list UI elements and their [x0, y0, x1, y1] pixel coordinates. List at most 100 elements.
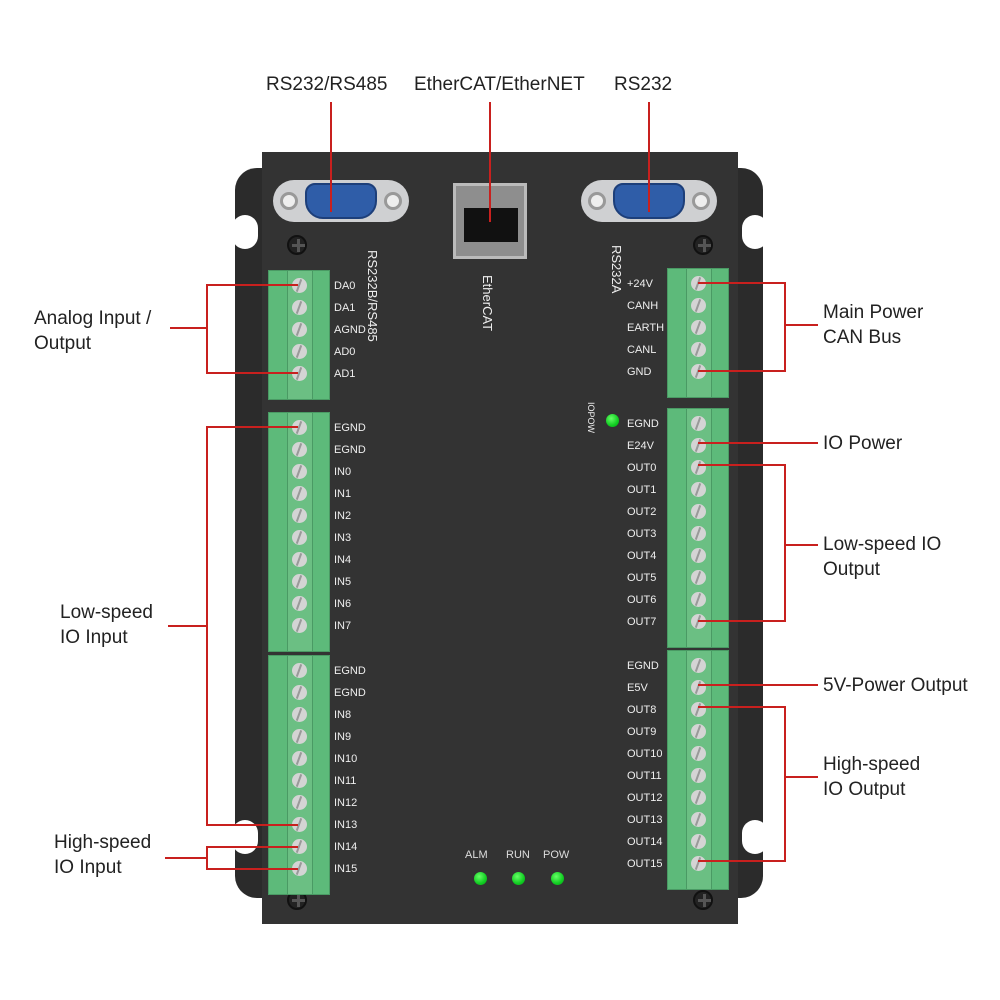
label-rs232-rs485: RS232/RS485 — [266, 74, 388, 95]
pin-label: E24V — [627, 440, 654, 452]
terminal-screw-icon[interactable] — [691, 768, 706, 783]
pin-label: IN11 — [334, 775, 357, 787]
terminal-screw-icon[interactable] — [691, 320, 706, 335]
terminal-screw-icon[interactable] — [691, 658, 706, 673]
terminal-screw-icon[interactable] — [292, 795, 307, 810]
screw-icon — [287, 235, 307, 255]
terminal-screw-icon[interactable] — [691, 834, 706, 849]
terminal-screw-icon[interactable] — [292, 508, 307, 523]
terminal-screw-icon[interactable] — [292, 530, 307, 545]
port-label-left: RS232B/RS485 — [365, 250, 380, 342]
terminal-screw-icon[interactable] — [691, 460, 706, 475]
terminal-screw-icon[interactable] — [292, 300, 307, 315]
pin-label: IN13 — [334, 819, 358, 831]
pin-label: AD0 — [334, 346, 356, 358]
terminal-screw-icon[interactable] — [292, 663, 307, 678]
pin-label: EGND — [334, 444, 366, 456]
pin-label: OUT5 — [627, 572, 657, 584]
pin-label: GND — [627, 366, 652, 378]
pin-label: OUT4 — [627, 550, 657, 562]
terminal-screw-icon[interactable] — [691, 570, 706, 585]
terminal-screw-icon[interactable] — [292, 839, 307, 854]
pin-label: OUT8 — [627, 704, 657, 716]
pow-led — [551, 872, 564, 885]
pin-label: OUT11 — [627, 770, 662, 782]
label-rs232: RS232 — [614, 74, 673, 95]
pin-label: OUT13 — [627, 814, 663, 826]
terminal-screw-icon[interactable] — [292, 596, 307, 611]
terminal-screw-icon[interactable] — [691, 438, 706, 453]
terminal-screw-icon[interactable] — [292, 464, 307, 479]
terminal-screw-icon[interactable] — [691, 812, 706, 827]
callout-5v-power: 5V-Power Output — [823, 675, 968, 696]
pin-label: OUT3 — [627, 528, 657, 540]
pin-label: IN2 — [334, 510, 352, 522]
pin-label: EGND — [334, 665, 366, 677]
label-ethercat-ethernet: EtherCAT/EtherNET — [414, 74, 585, 95]
pin-label: OUT7 — [627, 616, 657, 628]
pin-label: IN8 — [334, 709, 352, 721]
terminal-screw-icon[interactable] — [292, 707, 307, 722]
pin-label: IN0 — [334, 466, 352, 478]
pin-label: IN7 — [334, 620, 352, 632]
callout-main-power: Main Power CAN Bus — [823, 302, 924, 348]
terminal-screw-icon[interactable] — [292, 486, 307, 501]
pin-label: EGND — [627, 660, 659, 672]
pin-label: EGND — [334, 687, 366, 699]
terminal-screw-icon[interactable] — [691, 504, 706, 519]
db9-port-left[interactable] — [273, 180, 409, 222]
pin-label: IN5 — [334, 576, 352, 588]
screw-icon — [693, 890, 713, 910]
terminal-screw-icon[interactable] — [292, 366, 307, 381]
terminal-screw-icon[interactable] — [691, 526, 706, 541]
pin-label: DA1 — [334, 302, 356, 314]
pin-label: IN15 — [334, 863, 358, 875]
pin-label: +24V — [627, 278, 653, 290]
pin-label: CANL — [627, 344, 657, 356]
terminal-screw-icon[interactable] — [292, 729, 307, 744]
terminal-screw-icon[interactable] — [691, 680, 706, 695]
terminal-screw-icon[interactable] — [691, 790, 706, 805]
terminal-screw-icon[interactable] — [691, 746, 706, 761]
terminal-screw-icon[interactable] — [691, 548, 706, 563]
pin-label: OUT15 — [627, 858, 663, 870]
run-led — [512, 872, 525, 885]
pin-label: IN4 — [334, 554, 352, 566]
terminal-screw-icon[interactable] — [691, 592, 706, 607]
pin-label: OUT12 — [627, 792, 663, 804]
mount-slot — [742, 820, 768, 854]
terminal-screw-icon[interactable] — [292, 552, 307, 567]
terminal-screw-icon[interactable] — [292, 322, 307, 337]
terminal-screw-icon[interactable] — [292, 420, 307, 435]
controller-body — [262, 152, 738, 924]
terminal-screw-icon[interactable] — [691, 856, 706, 871]
terminal-screw-icon[interactable] — [691, 416, 706, 431]
terminal-screw-icon[interactable] — [292, 344, 307, 359]
pin-label: OUT10 — [627, 748, 663, 760]
terminal-screw-icon[interactable] — [691, 482, 706, 497]
callout-io-power: IO Power — [823, 433, 903, 454]
callout-high-speed-input: High-speed IO Input — [54, 832, 152, 878]
pin-label: IN10 — [334, 753, 358, 765]
pin-label: OUT1 — [627, 484, 657, 496]
mount-slot — [742, 215, 768, 249]
callout-low-speed-input: Low-speed IO Input — [60, 602, 153, 648]
pin-label: OUT14 — [627, 836, 663, 848]
terminal-screw-icon[interactable] — [292, 861, 307, 876]
screw-icon — [693, 235, 713, 255]
terminal-screw-icon[interactable] — [292, 817, 307, 832]
terminal-screw-icon[interactable] — [292, 618, 307, 633]
pin-label: IN12 — [334, 797, 358, 809]
terminal-screw-icon[interactable] — [292, 685, 307, 700]
terminal-screw-icon[interactable] — [292, 574, 307, 589]
pin-label: IN3 — [334, 532, 352, 544]
terminal-screw-icon[interactable] — [292, 773, 307, 788]
terminal-screw-icon[interactable] — [691, 702, 706, 717]
terminal-screw-icon[interactable] — [292, 751, 307, 766]
terminal-screw-icon[interactable] — [292, 442, 307, 457]
terminal-screw-icon[interactable] — [292, 278, 307, 293]
terminal-screw-icon[interactable] — [691, 724, 706, 739]
terminal-screw-icon[interactable] — [691, 298, 706, 313]
pin-label: EARTH — [627, 322, 665, 334]
terminal-screw-icon[interactable] — [691, 342, 706, 357]
